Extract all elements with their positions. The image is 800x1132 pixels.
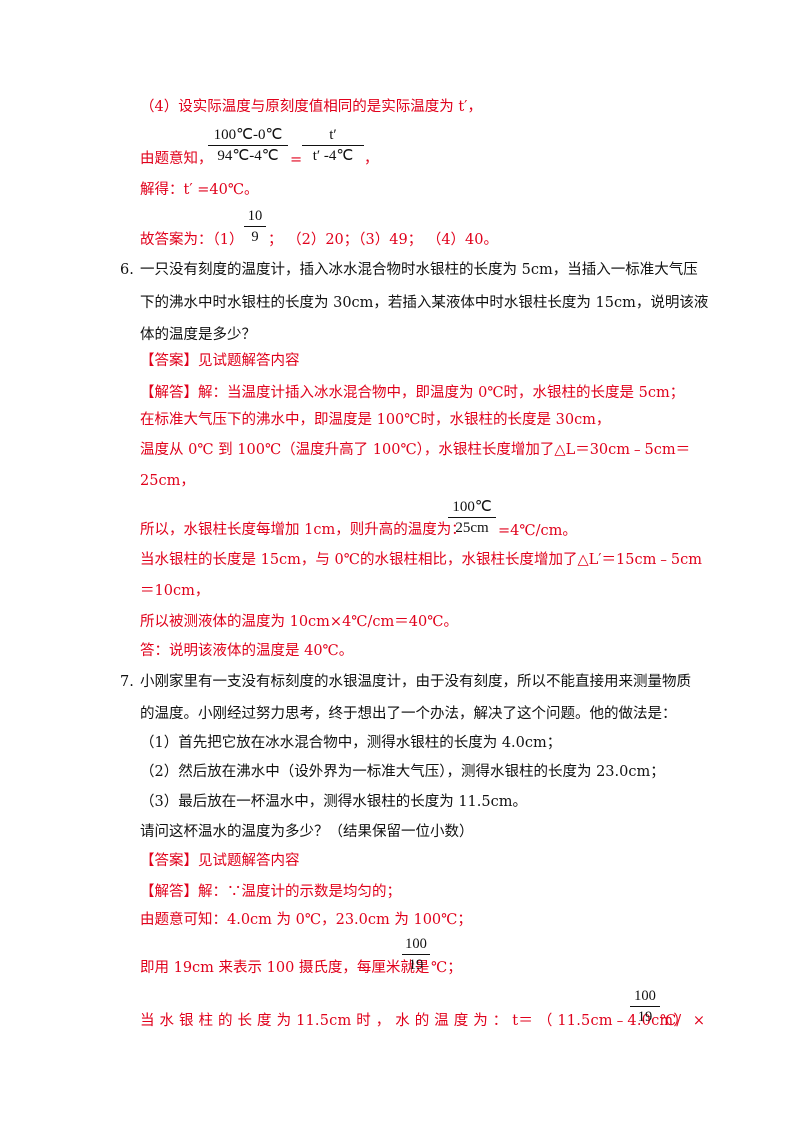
part4-solve: 解得：t′ =40℃。 <box>140 182 259 198</box>
q6-solution-9: 答：说明该液体的温度是 40℃。 <box>140 643 354 659</box>
q6-solution-8: 所以被测液体的温度为 10cm×4℃/cm＝40℃。 <box>140 614 458 630</box>
fraction-denominator: t′ -4℃ <box>312 148 354 164</box>
q7-text-2: 的温度。小刚经过努力思考，终于想出了一个办法，解决了这个问题。他的做法是： <box>140 706 677 722</box>
q7-solution-3-tail: ℃； <box>431 960 462 976</box>
q7-solution-3-fraction: 100 19 <box>402 935 430 974</box>
fraction-denominator: 19 <box>637 1009 653 1025</box>
q7-solution-4-lead: 当 水 银 柱 的 长 度 为 11.5cm 时 ， 水 的 温 度 为 ： t… <box>140 1013 706 1029</box>
fraction-numerator: 100℃-0℃ <box>213 127 283 143</box>
q7-number: 7. <box>120 674 134 690</box>
fraction-numerator: t′ <box>329 127 337 143</box>
fraction-bar <box>448 517 496 518</box>
fraction-numerator: 100 <box>634 988 656 1004</box>
part4-answer-fraction: 10 9 <box>244 207 266 246</box>
q6-solution-4: 25cm， <box>140 473 195 489</box>
q6-text-3: 体的温度是多少？ <box>140 327 256 343</box>
q6-solution-3: 温度从 0℃ 到 100℃（温度升高了 100℃），水银柱长度增加了△L＝30c… <box>140 442 691 458</box>
fraction-denominator: 9 <box>251 229 259 245</box>
q6-solution-5-tail: =4℃/cm。 <box>498 523 577 539</box>
fraction-numerator: 100℃ <box>452 499 492 515</box>
fraction-bar <box>302 145 364 146</box>
q7-solution-1: 【解答】解：∵温度计的示数是均匀的； <box>140 884 401 900</box>
q7-step-3: （3）最后放在一杯温水中，测得水银柱的长度为 11.5cm。 <box>140 794 527 810</box>
fraction-bar <box>402 954 430 955</box>
part4-equals: = <box>290 152 303 168</box>
part4-fraction-1: 100℃-0℃ 94℃-4℃ <box>208 126 288 165</box>
part4-answer-lead: 故答案为：（1） <box>140 232 244 248</box>
fraction-bar <box>244 226 266 227</box>
fraction-numerator: 100 <box>405 936 427 952</box>
q7-solution-4-fraction: 100 19 <box>630 987 660 1026</box>
q7-solution-2: 由题意可知：4.0cm 为 0℃，23.0cm 为 100℃； <box>140 912 472 928</box>
q7-question: 请问这杯温水的温度为多少？（结果保留一位小数） <box>140 824 474 840</box>
q6-solution-fraction: 100℃ 25cm <box>448 498 496 537</box>
fraction-bar <box>208 145 288 146</box>
part4-line1: （4）设实际温度与原刻度值相同的是实际温度为 t′， <box>140 99 482 115</box>
fraction-denominator: 94℃-4℃ <box>217 148 279 164</box>
q6-solution-7: ＝10cm， <box>140 583 210 599</box>
q7-text-1: 小刚家里有一支没有标刻度的水银温度计，由于没有刻度，所以不能直接用来测量物质 <box>140 674 691 690</box>
fraction-bar <box>630 1006 660 1007</box>
fraction-numerator: 10 <box>247 208 263 224</box>
q6-answer: 【答案】见试题解答内容 <box>140 353 300 369</box>
q7-solution-3-lead: 即用 19cm 来表示 100 摄氏度，每厘米就是 <box>140 960 430 976</box>
part4-given-lead: 由题意知， <box>140 151 213 167</box>
q7-answer: 【答案】见试题解答内容 <box>140 853 300 869</box>
q6-solution-2: 在标准大气压下的沸水中，即温度是 100℃时，水银柱的长度是 30cm， <box>140 412 611 428</box>
fraction-denominator: 25cm <box>455 520 489 536</box>
q7-step-2: （2）然后放在沸水中（设外界为一标准大气压），测得水银柱的长度为 23.0cm； <box>140 764 665 780</box>
q6-solution-5-lead: 所以，水银柱长度每增加 1cm，则升高的温度为： <box>140 522 466 538</box>
q6-number: 6. <box>120 262 134 278</box>
q6-solution-6: 当水银柱的长度是 15cm，与 0℃的水银柱相比，水银柱长度增加了△L′＝15c… <box>140 552 702 568</box>
q7-step-1: （1）首先把它放在冰水混合物中，测得水银柱的长度为 4.0cm； <box>140 735 562 751</box>
q7-solution-4-tail: ℃/ <box>660 1013 682 1029</box>
fraction-denominator: 19 <box>408 957 424 973</box>
q6-text-1: 一只没有刻度的温度计，插入冰水混合物时水银柱的长度为 5cm，当插入一标准大气压 <box>140 262 698 278</box>
q6-text-2: 下的沸水中时水银柱的长度为 30cm，若插入某液体中时水银柱长度为 15cm，说… <box>140 295 709 311</box>
q6-solution-1: 【解答】解：当温度计插入冰水混合物中，即温度为 0℃时，水银柱的长度是 5cm； <box>140 385 685 401</box>
part4-answer-tail: ； （2）20；（3）49； （4）40。 <box>268 232 498 248</box>
part4-given-tail: ， <box>364 151 379 167</box>
part4-fraction-2: t′ t′ -4℃ <box>302 126 364 165</box>
